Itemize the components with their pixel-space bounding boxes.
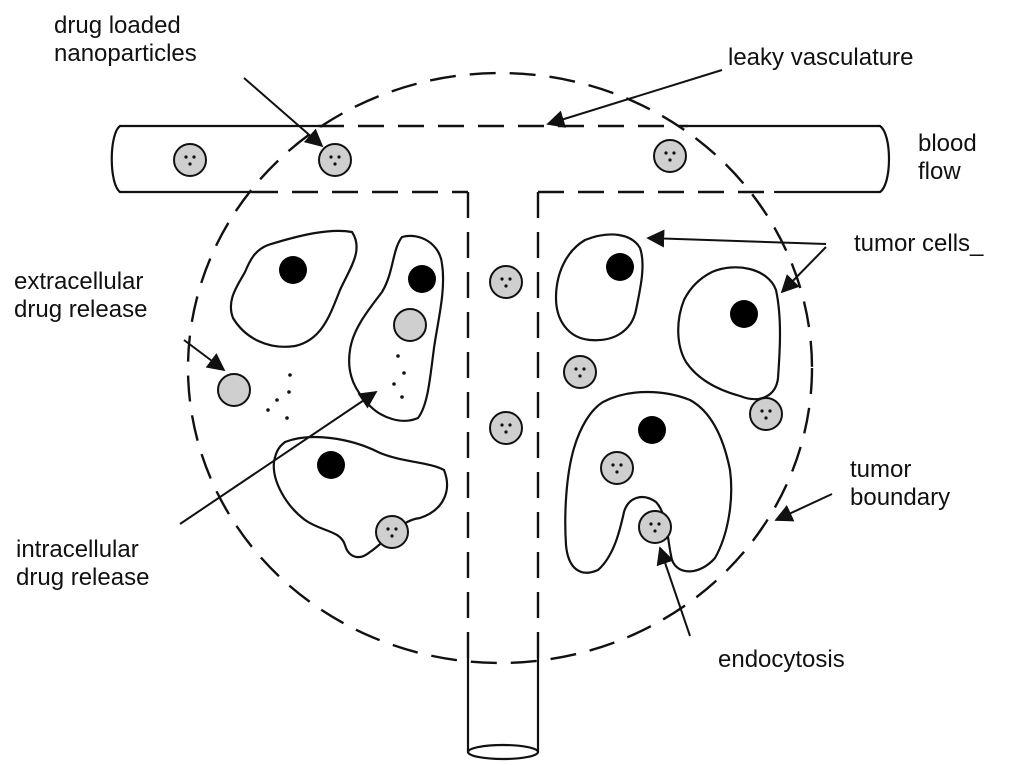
tumor-cell (556, 234, 643, 340)
nanoparticle (319, 144, 351, 176)
tumor-cell (565, 392, 731, 573)
nanoparticle (750, 398, 782, 430)
arrow (548, 70, 722, 124)
nanoparticle (218, 374, 250, 406)
arrow (776, 494, 832, 520)
arrow (184, 340, 224, 370)
tumor-cell (274, 437, 447, 557)
label-drug-loaded-nanoparticles: drug loaded nanoparticles (54, 12, 197, 68)
nanoparticle (564, 356, 596, 388)
label-intracellular-drug-release: intracellular drug release (16, 536, 149, 592)
nanoparticle (376, 516, 408, 548)
tumor-cell (349, 236, 443, 421)
label-extracellular-drug-release: extracellular drug release (14, 268, 147, 324)
arrow (648, 238, 826, 244)
tumor-cell (678, 267, 780, 399)
label-blood-flow: blood flow (918, 130, 977, 186)
nanoparticle (639, 511, 671, 543)
nanoparticle (490, 266, 522, 298)
nanoparticle (654, 140, 686, 172)
nanoparticle (601, 452, 633, 484)
arrow (782, 247, 826, 292)
label-leaky-vasculature: leaky vasculature (728, 44, 913, 72)
nanoparticle (174, 144, 206, 176)
label-tumor-boundary: tumor boundary (850, 456, 950, 512)
label-tumor-cells: tumor cells_ (854, 230, 983, 258)
arrow (244, 78, 322, 146)
nanoparticle (490, 412, 522, 444)
tumor-cell (231, 231, 357, 347)
label-endocytosis: endocytosis (718, 646, 845, 674)
